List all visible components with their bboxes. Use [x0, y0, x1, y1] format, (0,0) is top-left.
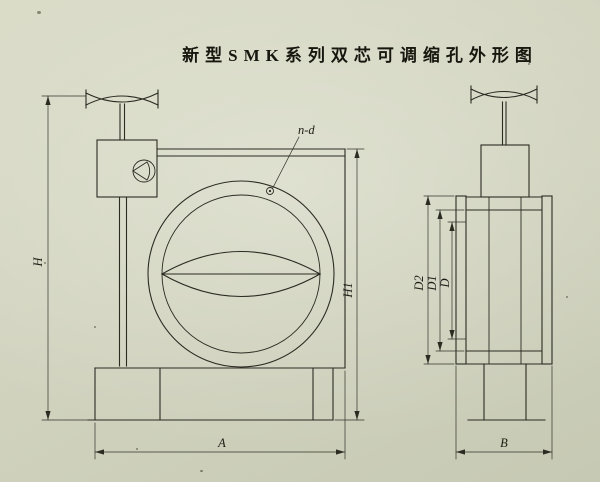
- dim-bolt-circle: D1: [425, 209, 465, 352]
- dim-bore: D: [438, 221, 467, 340]
- dim-flange-od: D2: [412, 195, 455, 365]
- side-view: D2 D1 D: [412, 85, 553, 460]
- dim-label-D: D: [438, 278, 452, 288]
- paper-speck: [200, 470, 203, 472]
- dim-depth: B: [455, 365, 553, 460]
- flange-left-edge: [455, 195, 467, 365]
- orifice-blades: [160, 250, 322, 298]
- dim-label-D1: D1: [425, 275, 439, 291]
- bolt-hole-label: n-d: [298, 123, 315, 137]
- dim-label-A: A: [217, 436, 226, 450]
- dim-label-H1: H1: [341, 282, 355, 298]
- dim-label-D2: D2: [412, 275, 426, 291]
- dim-body-height: H1: [334, 148, 365, 421]
- bolt-hole-callout: n-d: [272, 123, 315, 189]
- screw-column: [118, 196, 128, 367]
- paper-speck: [528, 63, 530, 65]
- leader-line: [272, 136, 300, 189]
- dim-label-B: B: [500, 436, 508, 450]
- bevel-gear-icon: [132, 161, 151, 181]
- paper-speck: [94, 326, 96, 328]
- pedestal-side: [467, 363, 546, 421]
- drawing-title: 新型SMK系列双芯可调缩孔外形图: [182, 46, 538, 65]
- paper-speck: [44, 262, 46, 264]
- valve-body-front: [87, 148, 346, 421]
- dim-overall-height: H: [31, 95, 89, 421]
- handwheel-front: [85, 89, 159, 141]
- dim-label-H: H: [31, 257, 45, 268]
- front-view: n-d H H1: [31, 89, 365, 460]
- flange-outer-circle: [147, 180, 335, 368]
- flange-right-edge: [541, 195, 553, 365]
- paper-speck: [566, 296, 568, 298]
- handwheel-side: [470, 85, 538, 146]
- paper-speck: [37, 11, 41, 14]
- paper-speck: [136, 448, 138, 450]
- bolt-hole: [266, 187, 274, 195]
- valve-body-side: [465, 196, 543, 365]
- gearbox-side: [480, 144, 530, 198]
- gearbox-front: [96, 139, 158, 198]
- dim-width: A: [94, 370, 346, 460]
